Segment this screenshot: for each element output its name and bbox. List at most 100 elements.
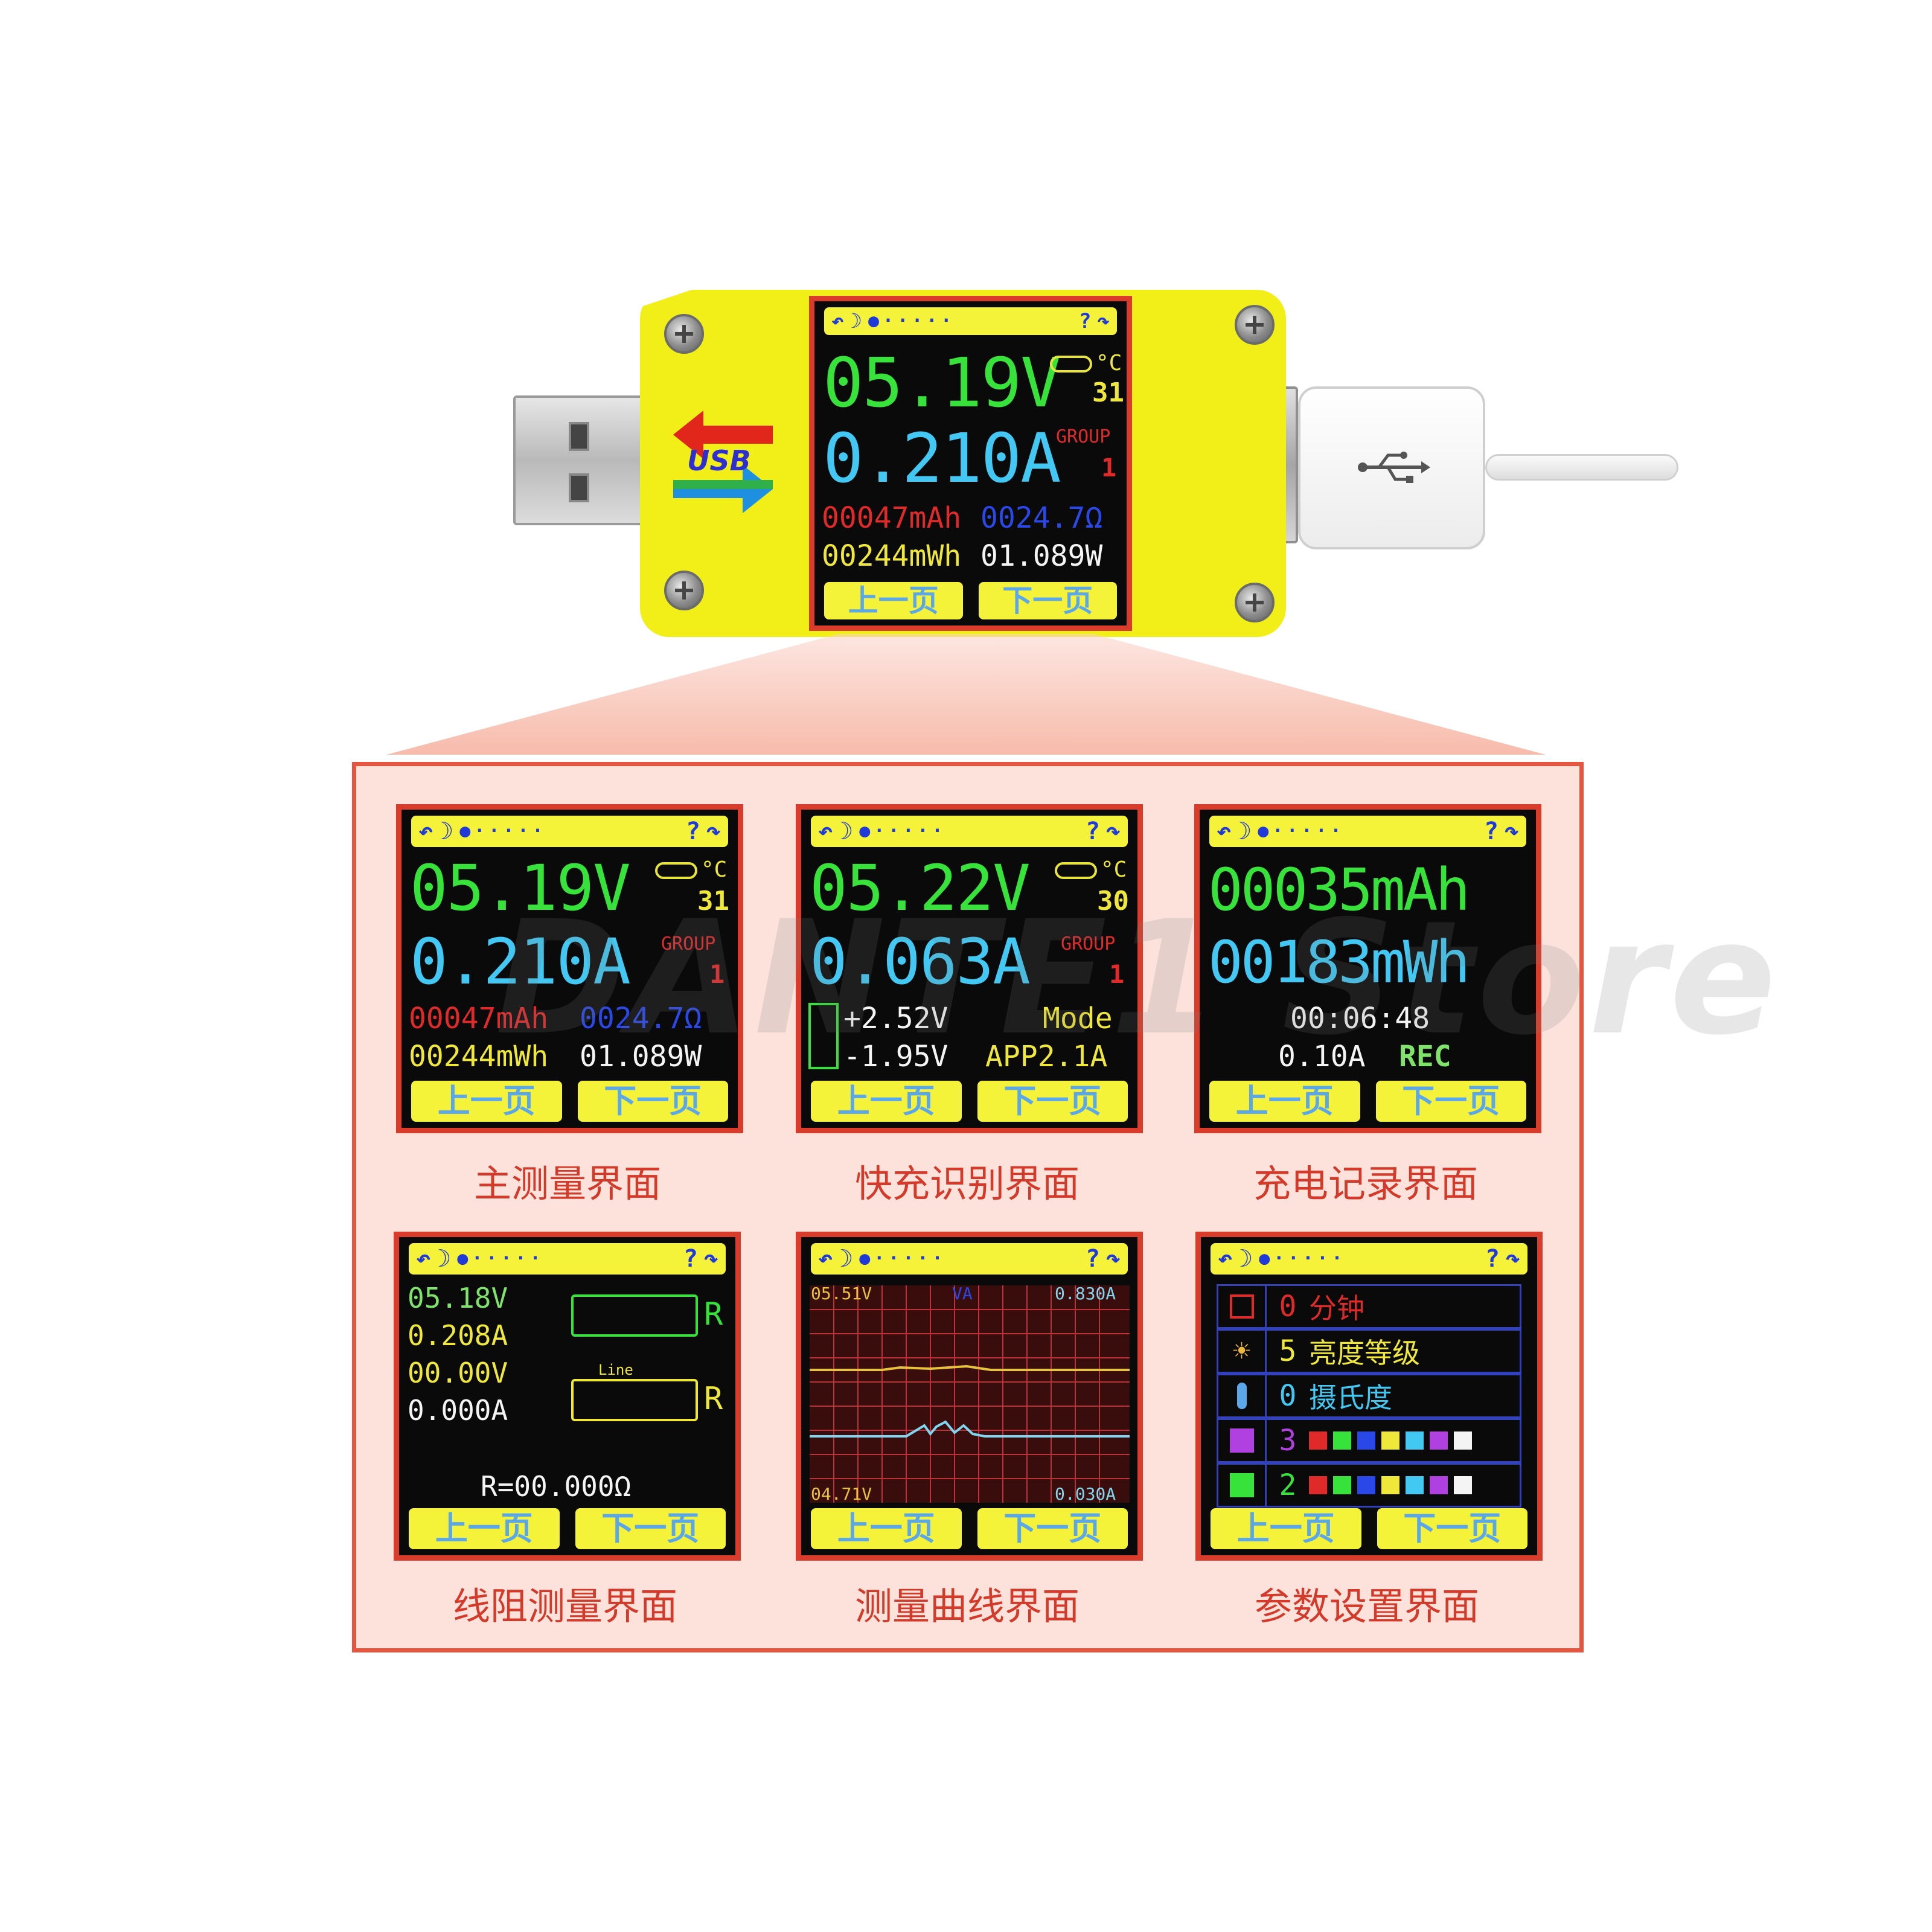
current-1: 0.208A [408, 1319, 508, 1352]
load-r-label: R [704, 1296, 723, 1332]
prev-page-button[interactable]: 上一页 [1209, 1081, 1360, 1122]
moon-icon[interactable]: ☽ [1237, 817, 1252, 845]
rotate-right-icon[interactable]: ↷ [703, 1245, 718, 1273]
screen-top-bar: ↶☽ ●····· ?↷ [811, 1243, 1128, 1275]
group-label: GROUP [1056, 426, 1111, 447]
palette-swatch [1406, 1476, 1424, 1494]
page-indicator: ●····· [1258, 820, 1345, 842]
rotate-left-icon[interactable]: ↶ [418, 817, 433, 845]
setting-row-theme-2[interactable]: 2 [1217, 1463, 1521, 1508]
current-2: 0.000A [408, 1394, 508, 1427]
voltage-readout: 05.19V [410, 851, 631, 925]
current-max-label: 0.830A [1055, 1284, 1116, 1303]
palette-swatch [1430, 1476, 1448, 1494]
current-readout: 0.210A [410, 925, 631, 999]
prev-page-button[interactable]: 上一页 [811, 1508, 962, 1549]
capacity-readout: 00047mAh [409, 1002, 549, 1035]
rotate-right-icon[interactable]: ↷ [1105, 1245, 1121, 1273]
rotate-right-icon[interactable]: ↷ [706, 817, 721, 845]
thermometer-icon [1218, 1375, 1267, 1416]
settings-screen: ↶☽ ●····· ?↷ 0 分钟 ☀ 5 亮度等级 0 摄氏度 3 [1195, 1232, 1543, 1561]
screen-nav-bar: 上一页 下一页 [811, 1081, 1128, 1122]
rotate-left-icon[interactable]: ↶ [818, 817, 833, 845]
rotate-left-icon[interactable]: ↶ [831, 309, 844, 333]
help-icon[interactable]: ? [683, 1245, 698, 1273]
elapsed-time: 00:06:48 [1290, 1002, 1430, 1035]
rotate-left-icon[interactable]: ↶ [416, 1245, 431, 1273]
palette-swatch [1454, 1431, 1472, 1450]
page-indicator: ●····· [868, 310, 956, 331]
rotate-left-icon[interactable]: ↶ [1217, 817, 1232, 845]
help-icon[interactable]: ? [1085, 817, 1100, 845]
next-page-button[interactable]: 下一页 [575, 1508, 726, 1549]
setting-row-brightness[interactable]: ☀ 5 亮度等级 [1217, 1329, 1521, 1374]
next-page-button[interactable]: 下一页 [1377, 1508, 1527, 1549]
rotate-left-icon[interactable]: ↶ [1218, 1245, 1233, 1273]
palette-swatch [1309, 1476, 1327, 1494]
screen-caption: 测量曲线界面 [854, 1584, 1080, 1628]
palette-swatch [1454, 1476, 1472, 1494]
screen-top-bar: ↶☽ ●····· ?↷ [811, 816, 1128, 847]
prev-page-button[interactable]: 上一页 [1211, 1508, 1361, 1549]
setting-value: 0 [1279, 1290, 1297, 1323]
moon-icon[interactable]: ☽ [437, 1245, 452, 1273]
moon-icon[interactable]: ☽ [839, 817, 854, 845]
screen-nav-bar: 上一页 下一页 [411, 1081, 728, 1122]
capacity-readout: 00047mAh [822, 501, 962, 535]
palette-swatch [1357, 1431, 1375, 1450]
resistance-readout: 0024.7Ω [580, 1002, 702, 1035]
setting-value: 5 [1279, 1334, 1297, 1368]
page-indicator: ●····· [859, 1248, 947, 1269]
page-indicator: ●····· [459, 820, 547, 842]
prev-page-button[interactable]: 上一页 [824, 582, 963, 619]
rotate-right-icon[interactable]: ↷ [1504, 817, 1519, 845]
prev-page-button[interactable]: 上一页 [409, 1508, 560, 1549]
group-value: 1 [709, 959, 725, 989]
resistance-result: R=00.000Ω [481, 1470, 632, 1503]
help-icon[interactable]: ? [1079, 309, 1092, 333]
setting-row-timeout[interactable]: 0 分钟 [1217, 1284, 1521, 1329]
setting-row-temp-unit[interactable]: 0 摄氏度 [1217, 1374, 1521, 1418]
prev-page-button[interactable]: 上一页 [811, 1081, 962, 1122]
energy-readout: 00183mWh [1208, 929, 1470, 996]
group-label: GROUP [661, 933, 716, 955]
next-page-button[interactable]: 下一页 [977, 1081, 1128, 1122]
sun-icon: ☀ [1218, 1331, 1267, 1372]
next-page-button[interactable]: 下一页 [1375, 1081, 1526, 1122]
power-readout: 01.089W [980, 539, 1103, 573]
curve-mode-label: VA [952, 1284, 973, 1303]
setting-value: 2 [1279, 1468, 1297, 1502]
prev-page-button[interactable]: 上一页 [411, 1081, 562, 1122]
help-icon[interactable]: ? [1483, 817, 1499, 845]
next-page-button[interactable]: 下一页 [977, 1508, 1128, 1549]
moon-icon[interactable]: ☽ [1238, 1245, 1253, 1273]
rotate-right-icon[interactable]: ↷ [1505, 1245, 1520, 1273]
palette-swatch [1309, 1431, 1327, 1450]
rotate-left-icon[interactable]: ↶ [818, 1245, 833, 1273]
next-page-button[interactable]: 下一页 [577, 1081, 728, 1122]
voltage-readout: 05.22V [810, 851, 1031, 925]
screen-top-bar: ↶☽ ●····· ?↷ [411, 816, 728, 847]
help-icon[interactable]: ? [1085, 1245, 1100, 1273]
help-icon[interactable]: ? [685, 817, 700, 845]
palette-swatch [1357, 1476, 1375, 1494]
moon-icon[interactable]: ☽ [439, 817, 454, 845]
plug-contact-hole [569, 473, 589, 502]
help-icon[interactable]: ? [1485, 1245, 1500, 1273]
rotate-right-icon[interactable]: ↷ [1097, 309, 1110, 333]
setting-value: 3 [1279, 1424, 1297, 1457]
rotate-right-icon[interactable]: ↷ [1105, 817, 1121, 845]
temperature-value: 30 [1097, 886, 1129, 916]
zoom-projection [386, 634, 1546, 755]
screw-icon [664, 571, 704, 610]
screen-nav-bar: 上一页 下一页 [1211, 1508, 1527, 1549]
setting-label: 分钟 [1309, 1292, 1364, 1325]
record-threshold: 0.10A [1278, 1040, 1366, 1073]
voltage-min-label: 04.71V [811, 1484, 872, 1504]
moon-icon[interactable]: ☽ [839, 1245, 854, 1273]
moon-icon[interactable]: ☽ [849, 309, 862, 333]
setting-row-theme-1[interactable]: 3 [1217, 1418, 1521, 1463]
quick-charge-screen: ↶☽ ●····· ?↷ 05.22V °C 30 0.063A GROUP 1… [796, 804, 1143, 1133]
screen-caption: 主测量界面 [473, 1162, 661, 1206]
next-page-button[interactable]: 下一页 [978, 582, 1117, 619]
